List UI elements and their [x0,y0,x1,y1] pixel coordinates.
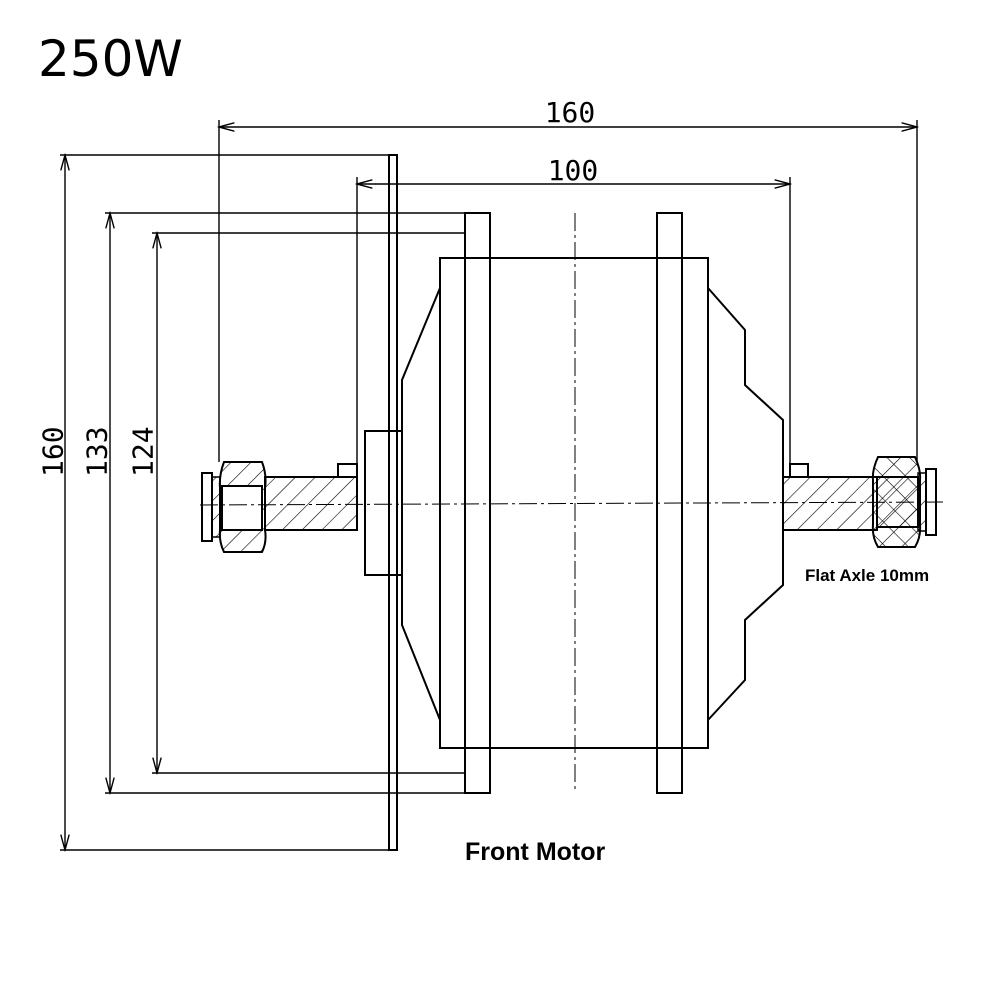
dimension-flange-diameter: 133 [81,213,490,793]
dim-text-inner-diameter: 124 [127,426,160,477]
drawing-caption: Front Motor [465,838,606,866]
dim-text-outer-diameter: 160 [37,426,70,477]
rim-outline [388,154,398,851]
dimension-flange-spacing: 100 [357,154,790,464]
hub-body [364,212,784,794]
axle-label: Flat Axle 10mm [805,566,930,585]
dim-text-flange-diameter: 133 [81,426,114,477]
dim-text-flange-spacing: 100 [548,154,599,187]
left-washer [211,476,221,538]
dimension-inner-diameter: 124 [127,233,465,773]
dimension-overall-width: 160 [219,96,917,462]
left-axle [201,461,358,553]
axle-centerline [199,501,946,506]
power-title: 250W [38,30,183,88]
dim-text-overall-width: 160 [545,96,596,129]
dimension-outer-diameter: 160 [37,155,397,850]
